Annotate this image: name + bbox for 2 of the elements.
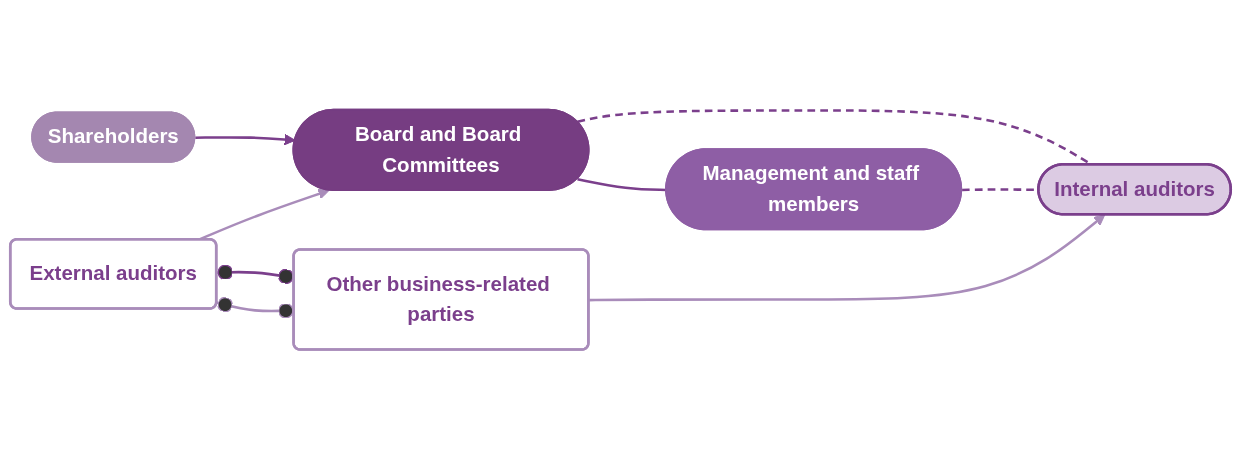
- arrow: [589, 214, 1106, 302]
- arrow: [195, 133, 296, 146]
